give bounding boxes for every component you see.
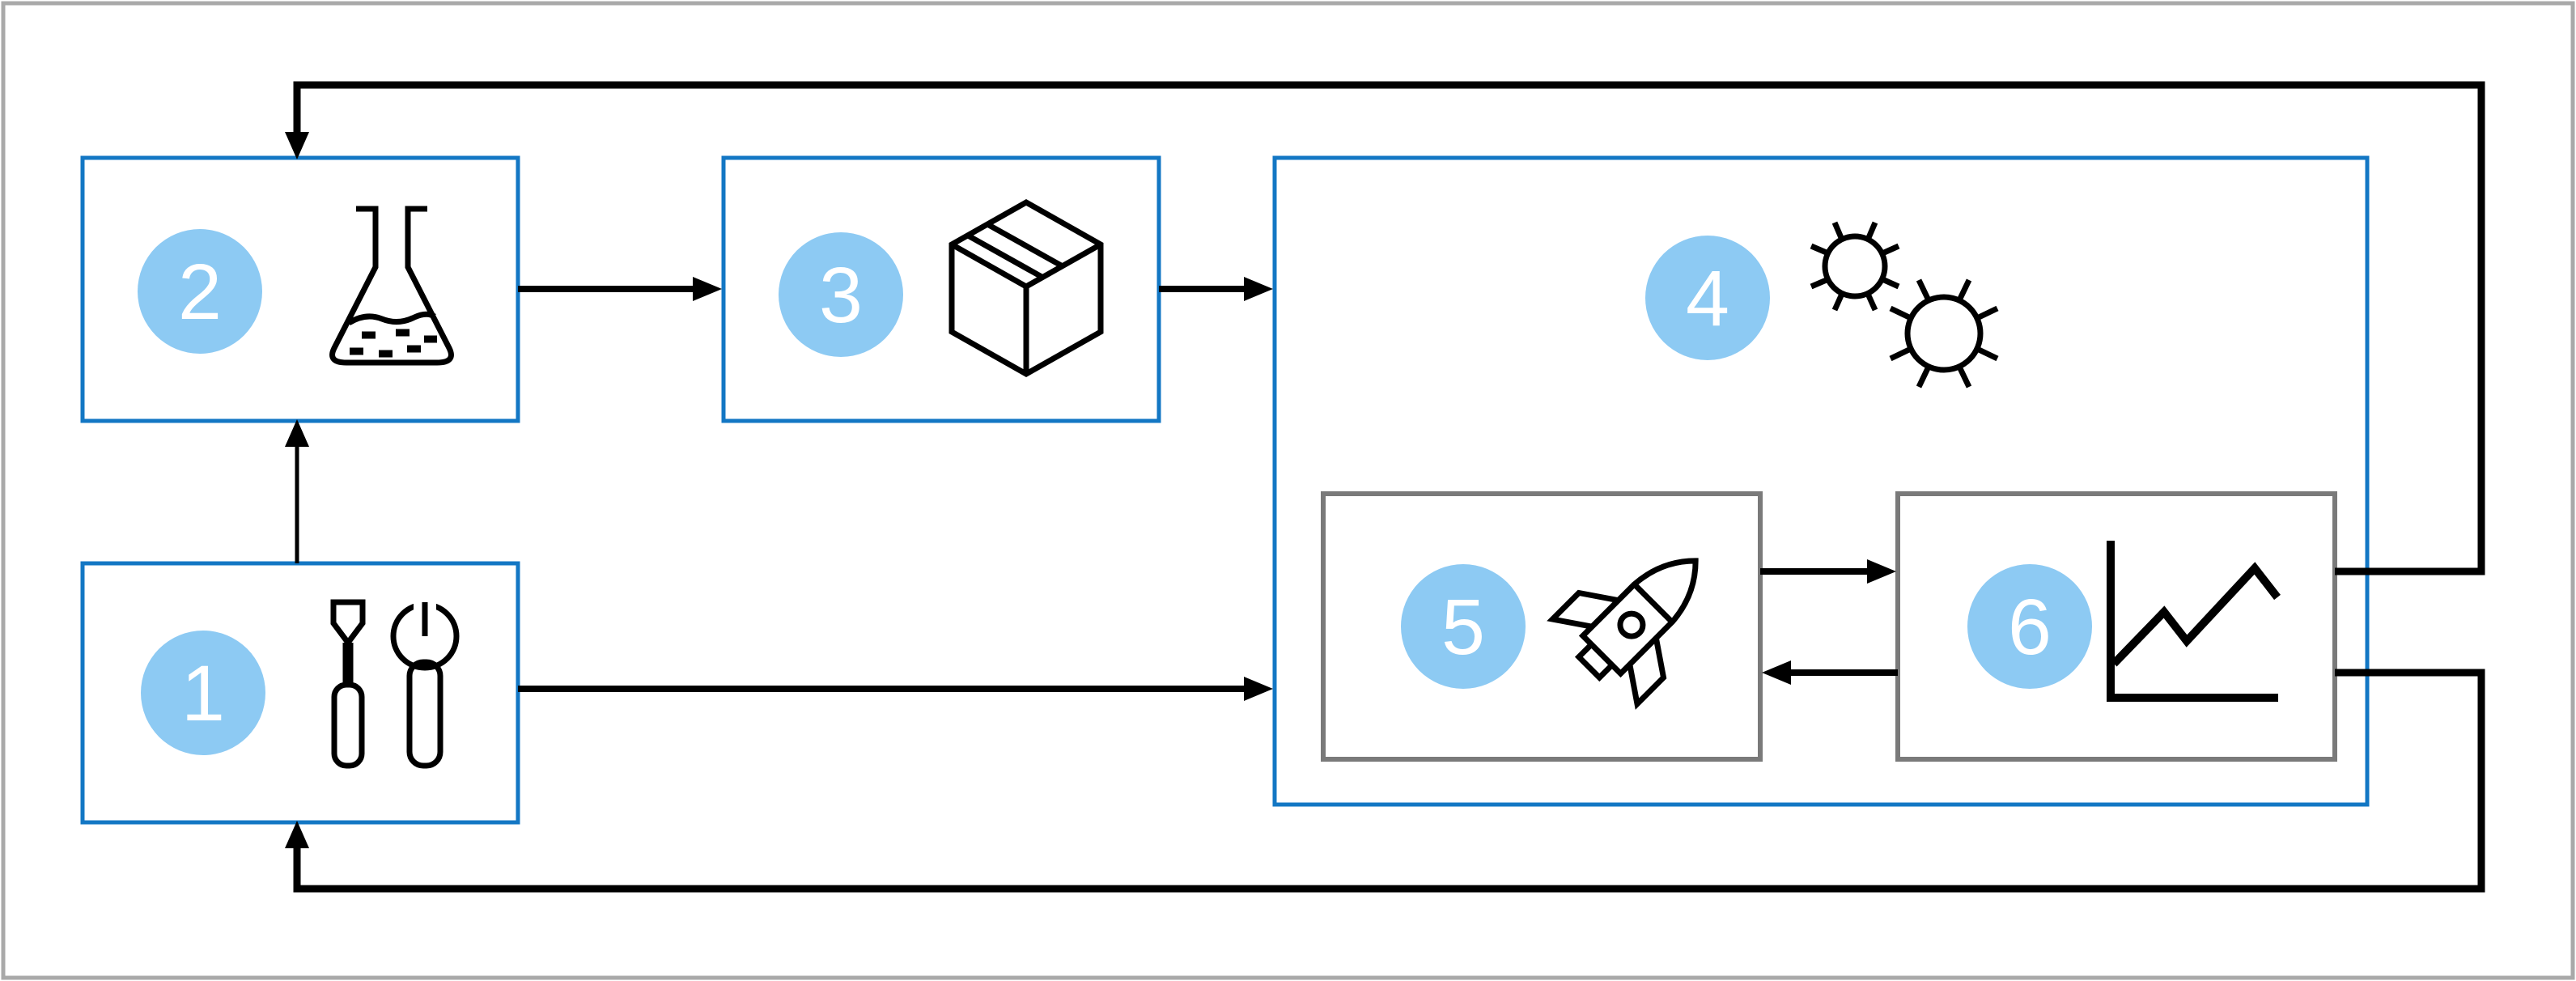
package-icon — [948, 198, 1104, 378]
edge-6-to-5 — [1762, 660, 1898, 685]
node-6-label: 6 — [2008, 583, 2052, 671]
edge-3-to-4 — [1159, 277, 1273, 301]
node-1: 1 — [80, 561, 520, 825]
feedback-loop-6-to-2 — [285, 81, 2485, 575]
node-2: 2 — [80, 155, 520, 423]
node-5-box — [1321, 491, 1763, 762]
tools-icon — [330, 599, 460, 769]
microbes-icon — [1810, 221, 1999, 389]
flask-icon — [329, 206, 454, 366]
node-5-label: 5 — [1441, 583, 1485, 671]
edge-5-to-6 — [1760, 559, 1896, 584]
node-5-badge — [1401, 564, 1526, 689]
node-4-label: 4 — [1686, 254, 1729, 342]
edge-1-to-2 — [285, 419, 309, 563]
node-4-badge — [1645, 236, 1770, 360]
edge-2-to-3 — [518, 277, 722, 301]
rocket-icon — [1547, 558, 1699, 710]
node-1-badge — [141, 631, 265, 755]
node-2-badge — [138, 229, 262, 354]
edge-1-to-4 — [518, 677, 1273, 701]
node-6: 6 — [1895, 491, 2337, 762]
node-5: 5 — [1321, 491, 1763, 762]
node-3-badge — [779, 232, 903, 357]
node-6-badge — [1967, 564, 2092, 689]
node-6-box — [1895, 491, 2337, 762]
node-3: 3 — [721, 155, 1161, 423]
node-1-label: 1 — [181, 649, 225, 737]
node-2-label: 2 — [178, 248, 222, 336]
node-3-label: 3 — [819, 251, 863, 339]
chart-icon — [2107, 541, 2281, 702]
feedback-loop-6-to-1 — [285, 669, 2485, 893]
